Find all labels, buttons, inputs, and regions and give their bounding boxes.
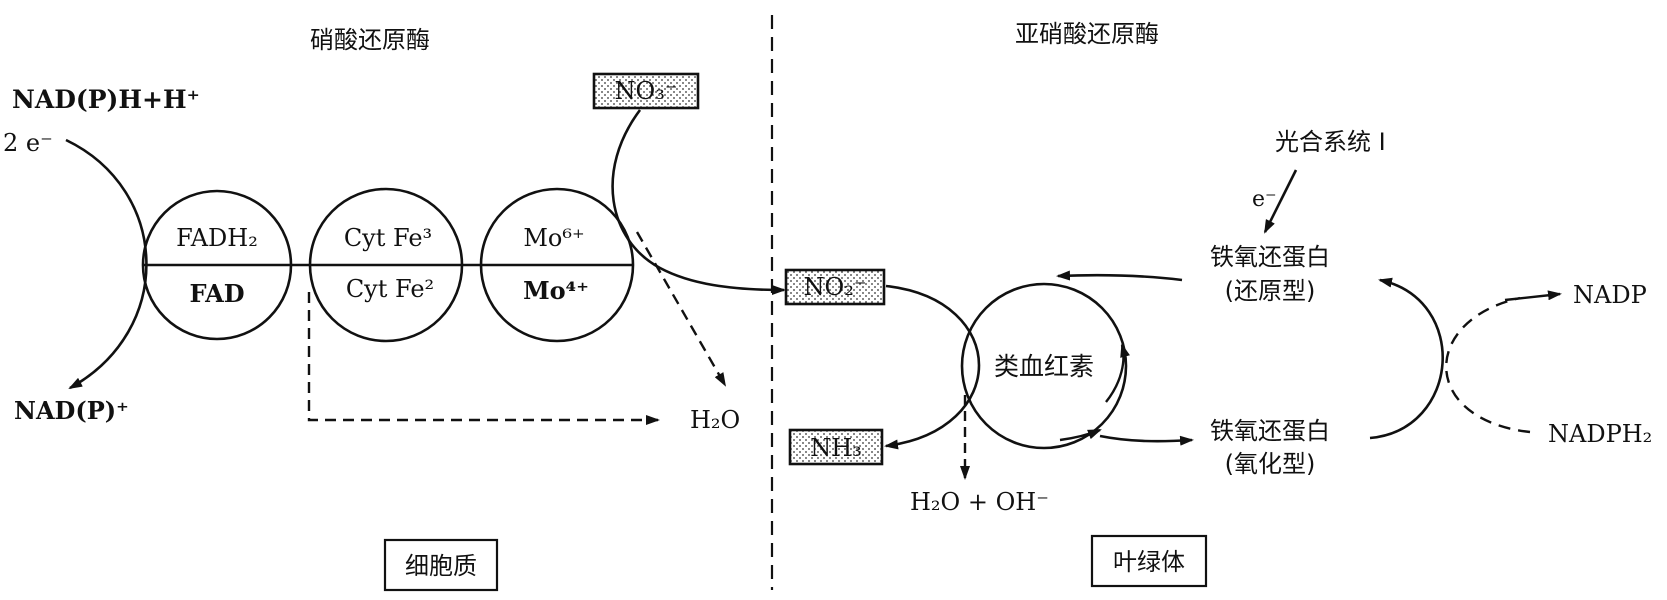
siroheme-to-ferredoxin-arrow (1099, 434, 1194, 446)
mo-to-water-dashed-arrow (635, 231, 727, 387)
nitrate-label: NO₃⁻ (615, 77, 678, 105)
nitrate-box (592, 72, 700, 110)
ferredoxin-to-siroheme-arrow (1056, 270, 1183, 282)
ammonia-box (788, 428, 884, 466)
photosystem-electron-arrow (1263, 169, 1298, 234)
fadh2-label: FADH₂ (176, 224, 258, 252)
ferredoxin-regeneration-arc (1369, 277, 1444, 440)
cytoplasm-label: 细胞质 (405, 552, 477, 580)
ferredoxin-reduced-state: (还原型) (1225, 277, 1316, 305)
nitrite-box (784, 268, 886, 306)
cyt-fe3-label: Cyt Fe³ (344, 224, 432, 252)
nitrate-reductase-title: 硝酸还原酶 (310, 26, 430, 54)
electron-label: e⁻ (1252, 187, 1277, 212)
siroheme-lower-arrow (1059, 428, 1102, 442)
nitrite-label: NO₂⁻ (804, 273, 867, 301)
nitrate-to-nitrite-arrow (611, 109, 786, 295)
two-electrons-label: 2 e⁻ (3, 129, 53, 157)
nadp-reduction-dashed-arc (1445, 296, 1531, 434)
nitrite-to-ammonia-arc (884, 284, 981, 450)
water-label: H₂O (690, 406, 740, 434)
ammonia-label: NH₃ (810, 434, 862, 462)
ferredoxin-oxidized-name: 铁氧还蛋白 (1210, 417, 1330, 445)
water-hydroxide-label: H₂O + OH⁻ (910, 488, 1049, 516)
siroheme-label: 类血红素 (994, 352, 1094, 381)
fad-label: FAD (189, 279, 244, 308)
cyt-fe2-label: Cyt Fe² (346, 275, 434, 303)
mo6-label: Mo⁶⁺ (523, 224, 584, 252)
siroheme-inner-arrow (1105, 343, 1130, 403)
mo4-label: Mo⁴⁺ (523, 276, 589, 305)
nadp-label: NADP (1573, 281, 1647, 309)
siroheme-circle (960, 282, 1128, 450)
nadph2-label: NADPH₂ (1548, 420, 1652, 448)
cytoplasm-box (383, 538, 499, 592)
chloroplast-box (1090, 534, 1208, 588)
chloroplast-label: 叶绿体 (1113, 548, 1185, 576)
ferredoxin-oxidized-state: (氧化型) (1225, 450, 1316, 478)
nitrite-reductase-title: 亚硝酸还原酶 (1015, 20, 1159, 48)
nadp-arrow (1504, 290, 1562, 302)
electron-donor-label: NAD(P)H+H⁺ (12, 85, 200, 114)
donor-electron-arc (65, 138, 148, 390)
photosystem-label: 光合系统 I (1275, 128, 1386, 156)
cyt-to-water-dashed-arrow (307, 292, 660, 425)
oxidized-donor-label: NAD(P)⁺ (14, 396, 129, 425)
ferredoxin-reduced-name: 铁氧还蛋白 (1210, 243, 1330, 271)
